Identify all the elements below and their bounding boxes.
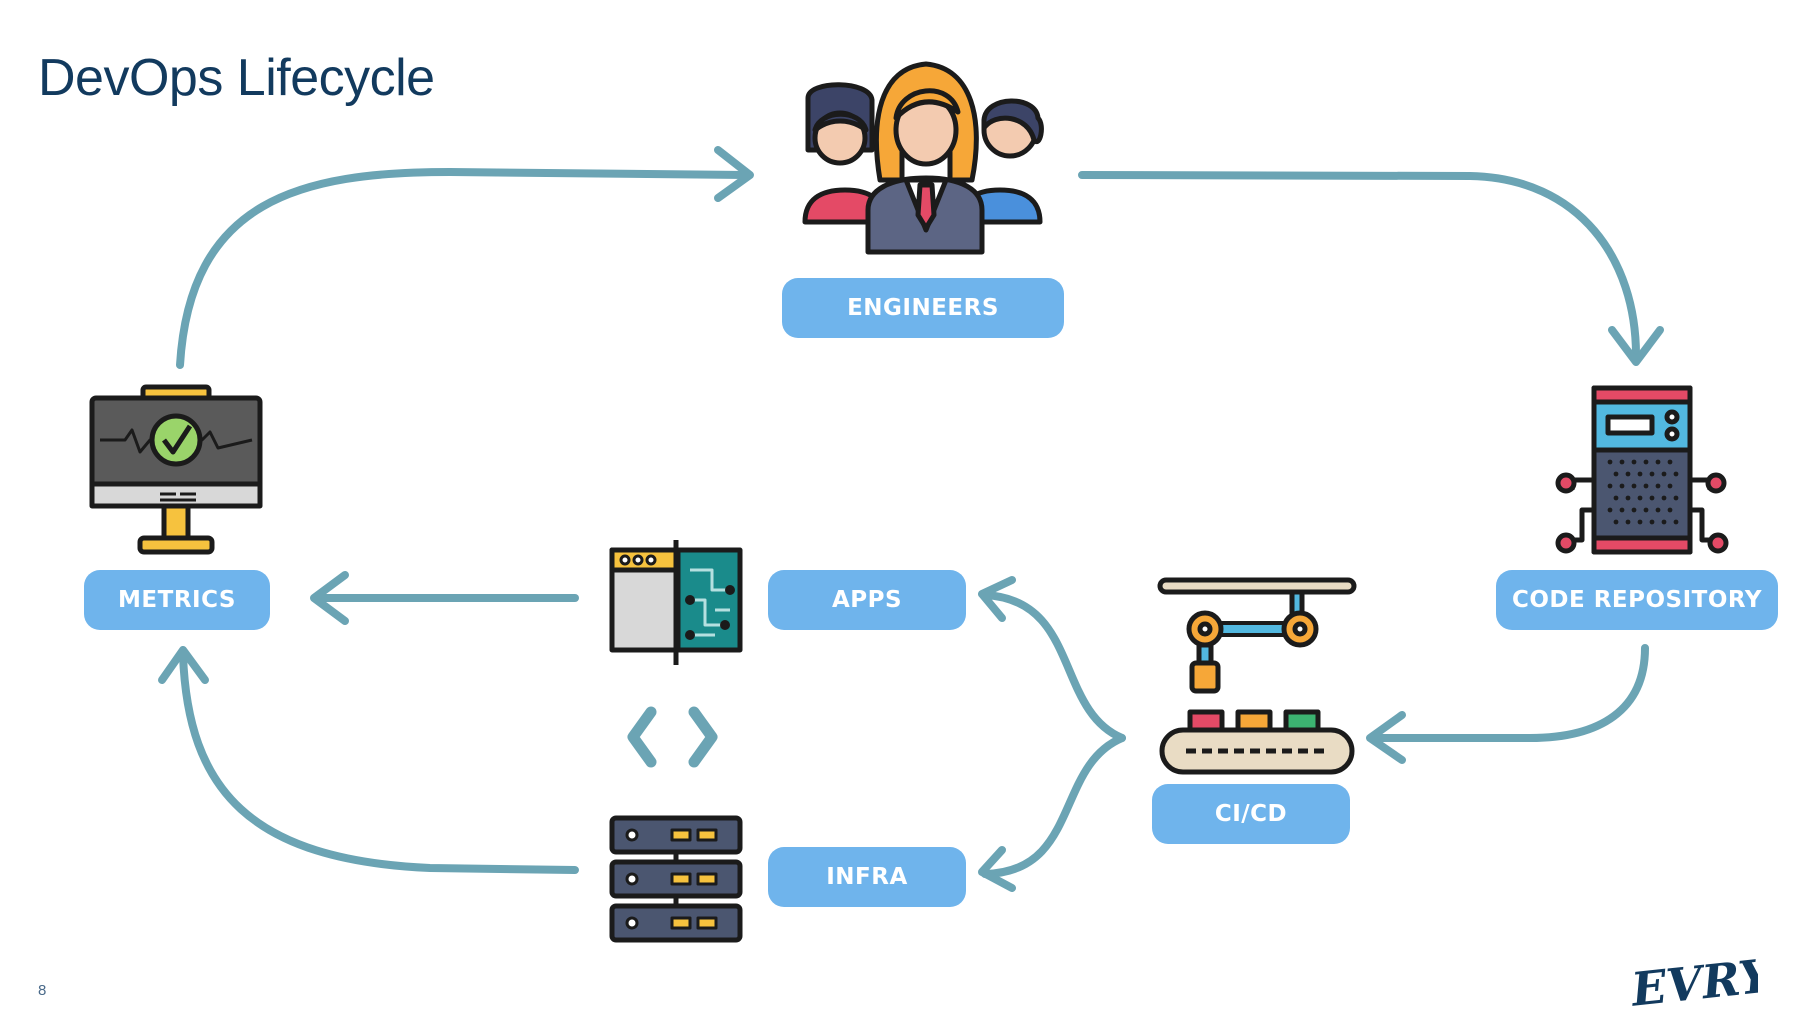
infra-node: INFRA [768, 847, 966, 907]
engineers-group-icon [802, 61, 1044, 255]
arrowhead-metrics-in-bottom [158, 646, 209, 684]
monitor-check-icon [89, 384, 263, 555]
page-number: 8 [38, 982, 47, 999]
robot-arm-conveyor-icon [1157, 577, 1357, 775]
arrow-repo-to-cicd [1371, 644, 1649, 742]
code-brackets-icon [627, 706, 718, 768]
server-rack-icon [609, 815, 743, 943]
arrowhead-repo-in [1608, 326, 1664, 366]
arrow-infra-to-metrics [179, 651, 579, 874]
cicd-node: CI/CD [1152, 784, 1350, 844]
arrowhead-cicd-in [1366, 711, 1406, 764]
arrowhead-infra-in [978, 846, 1016, 892]
server-tower-icon [1555, 385, 1729, 555]
arrow-cicd-to-apps [981, 591, 1126, 742]
metrics-node: METRICS [84, 570, 270, 630]
slide-title: DevOps Lifecycle [38, 49, 435, 107]
arrowhead-engineers-in [714, 146, 754, 202]
apps-node: APPS [768, 570, 966, 630]
arrow-cicd-to-infra [981, 734, 1126, 878]
evry-logo: EVRY [1628, 950, 1758, 1017]
arrow-engineers-to-repo [1078, 171, 1640, 359]
arrow-metrics-to-engineers [176, 168, 749, 369]
app-circuit-icon [609, 540, 743, 665]
evry-logo-text: EVRY [1628, 950, 1758, 1017]
engineers-node: ENGINEERS [782, 278, 1064, 338]
code-repository-node: CODE REPOSITORY [1496, 570, 1778, 630]
arrowhead-apps-in [978, 576, 1016, 622]
arrowhead-metrics-in-left [310, 571, 349, 625]
server-grille [1607, 459, 1679, 525]
